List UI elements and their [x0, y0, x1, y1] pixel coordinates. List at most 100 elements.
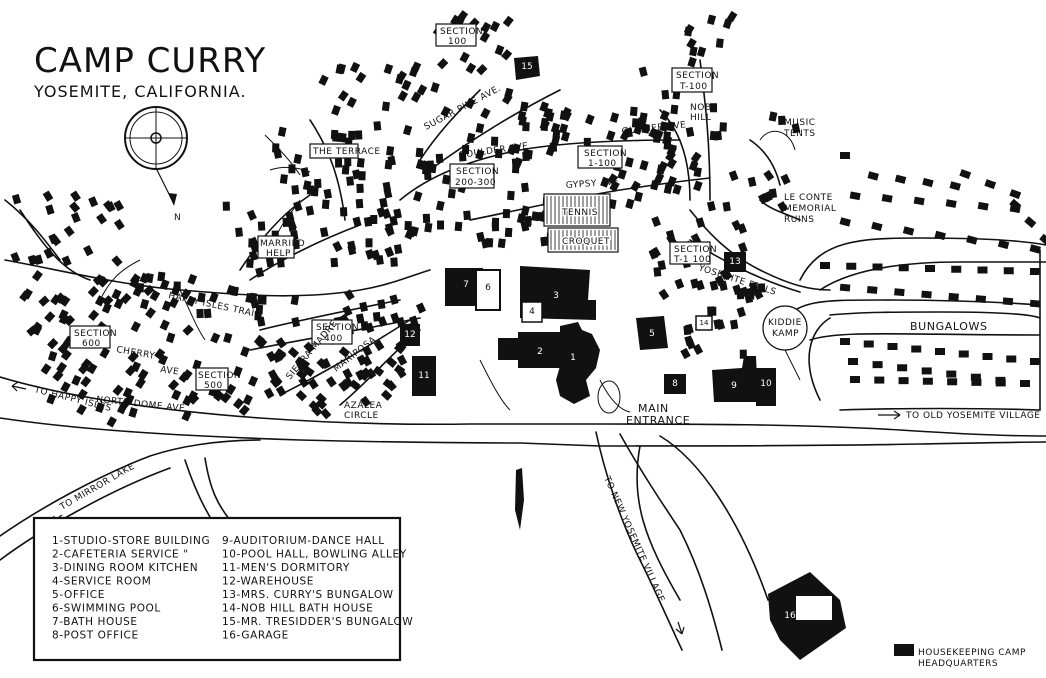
- svg-text:HEADQUARTERS: HEADQUARTERS: [918, 659, 998, 669]
- cabin: [356, 183, 364, 194]
- section-label-500: SECTION 500: [195, 367, 241, 391]
- svg-text:600: 600: [82, 339, 101, 349]
- cabin: [922, 377, 933, 385]
- cabin: [706, 14, 717, 25]
- cabin: [59, 295, 71, 307]
- cabin: [639, 160, 649, 171]
- cabin: [689, 46, 698, 57]
- cabin: [507, 190, 515, 201]
- svg-text:11: 11: [418, 371, 429, 381]
- tennis-court: [543, 193, 611, 227]
- cabin: [61, 255, 72, 267]
- svg-text:KIDDIE: KIDDIE: [768, 318, 802, 328]
- cabin: [395, 367, 407, 379]
- cabin: [372, 365, 385, 377]
- cabin: [715, 38, 724, 49]
- cabin: [298, 376, 310, 388]
- cabin: [282, 217, 291, 228]
- cabin: [373, 339, 385, 352]
- cabin: [342, 368, 353, 380]
- cabin: [780, 173, 791, 185]
- cabin: [850, 376, 860, 383]
- cabin: [187, 390, 199, 402]
- cabin: [225, 383, 237, 396]
- cabin: [693, 167, 702, 178]
- cabin: [913, 196, 925, 206]
- section-label-100: SECTION 100: [435, 23, 483, 47]
- svg-text:SECTION: SECTION: [676, 71, 719, 81]
- cabin: [872, 361, 883, 369]
- cabin: [648, 248, 659, 260]
- building-5: 5: [636, 316, 668, 350]
- legend-item: 1-STUDIO-STORE BUILDING: [52, 535, 210, 547]
- cabin: [624, 127, 633, 138]
- cabin: [307, 378, 319, 390]
- cabin: [511, 143, 521, 154]
- cabin: [516, 213, 526, 224]
- kiddie-kamp: KIDDIE KAMP: [762, 305, 808, 351]
- cabin: [338, 346, 351, 358]
- cabin: [401, 79, 412, 91]
- cabin: [736, 290, 745, 300]
- cabin: [424, 222, 433, 233]
- cabin: [437, 58, 449, 70]
- cabin: [116, 403, 128, 415]
- legend-item: 11-MEN'S DORMITORY: [222, 562, 350, 574]
- cabin: [982, 353, 993, 360]
- cabin: [762, 191, 773, 203]
- cabin: [139, 272, 150, 284]
- cabin: [947, 378, 958, 386]
- cabin: [154, 348, 166, 360]
- legend-item: 16-GARAGE: [222, 630, 289, 642]
- cabin: [545, 145, 556, 157]
- cabin: [504, 227, 513, 238]
- cabin: [685, 338, 696, 350]
- cabin: [921, 367, 932, 375]
- building-16-garage: 16: [768, 572, 846, 660]
- cabin: [106, 416, 117, 428]
- cabin: [737, 242, 748, 254]
- housekeeping-headquarters: HOUSEKEEPING CAMP HEADQUARTERS: [894, 644, 1025, 669]
- cabin: [181, 410, 192, 422]
- cabin: [232, 397, 245, 410]
- leconte-label-3: RUINS: [784, 215, 814, 225]
- cabin: [409, 315, 419, 327]
- section-label-400: SECTION 400: [311, 319, 359, 345]
- cabin: [94, 295, 106, 307]
- cabin: [63, 225, 75, 237]
- cabin: [47, 338, 59, 350]
- legend-item: 7-BATH HOUSE: [52, 616, 138, 628]
- cabin: [653, 172, 665, 184]
- cabin: [461, 144, 470, 155]
- cabin: [709, 130, 718, 141]
- cabin: [522, 121, 530, 132]
- cabin: [161, 300, 172, 312]
- cabin: [726, 10, 738, 23]
- cabin: [442, 174, 451, 185]
- cabin: [46, 393, 57, 405]
- cabin: [390, 257, 398, 267]
- cabin: [43, 247, 54, 259]
- compass-icon: [124, 106, 188, 206]
- cabin: [277, 126, 287, 137]
- cabin: [736, 306, 747, 318]
- svg-text:9: 9: [731, 381, 737, 391]
- svg-text:MARRIED: MARRIED: [260, 239, 305, 249]
- cabin: [402, 124, 413, 136]
- cabin: [356, 354, 368, 366]
- cabin: [1006, 355, 1017, 363]
- cabin: [435, 153, 444, 164]
- tennis-label: TENNIS: [561, 208, 598, 218]
- cabin: [517, 110, 527, 122]
- cabin: [291, 184, 300, 195]
- cabin: [897, 364, 908, 372]
- cabin: [127, 351, 139, 363]
- cabin: [238, 404, 250, 417]
- svg-text:10: 10: [760, 379, 772, 389]
- cabin: [490, 136, 499, 146]
- cabin: [354, 130, 363, 140]
- cabin: [318, 74, 329, 86]
- cabin: [272, 143, 280, 153]
- cabin: [583, 137, 591, 147]
